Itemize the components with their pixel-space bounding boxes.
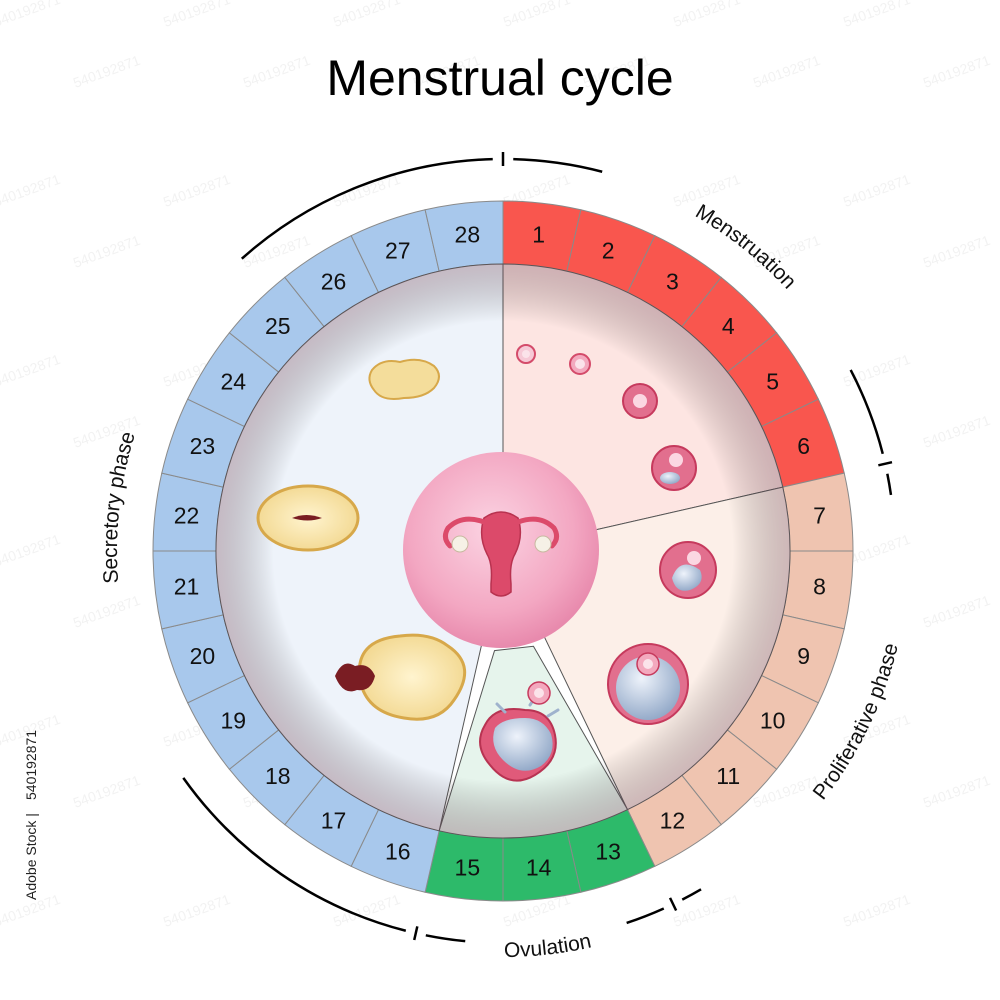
ovulation-arc-1: [626, 907, 665, 925]
day-label-13: 13: [595, 839, 621, 865]
secretory-arc-1: [182, 777, 407, 932]
ovulation-start-tick: [668, 897, 678, 912]
watermark-text: 540192871: [921, 592, 993, 631]
watermark-text: 540192871: [671, 0, 743, 30]
watermark-text: 540192871: [0, 171, 63, 210]
day-label-9: 9: [797, 643, 810, 669]
uterus-icon: [442, 511, 560, 597]
watermark-text: 540192871: [841, 171, 913, 210]
watermark-text: 540192871: [71, 232, 143, 271]
day-label-26: 26: [321, 268, 347, 294]
watermark-text: 540192871: [0, 531, 63, 570]
day-label-20: 20: [190, 643, 216, 669]
day-label-16: 16: [385, 839, 411, 865]
day-label-21: 21: [174, 574, 200, 600]
corpus-luteum-illustrations: [256, 358, 467, 721]
watermark-text: 540192871: [161, 891, 233, 930]
secondary-follicle-icon: [622, 383, 658, 419]
watermark-text: 540192871: [71, 592, 143, 631]
uterus-illustration: [403, 452, 599, 648]
watermark-text: 540192871: [921, 52, 993, 91]
day-label-23: 23: [190, 433, 216, 459]
watermark-text: 540192871: [841, 0, 913, 30]
watermark-text: 540192871: [0, 0, 63, 30]
watermark-text: 540192871: [0, 351, 63, 390]
proliferative-start-tick: [878, 460, 893, 467]
watermark-text: 540192871: [501, 0, 573, 30]
stock-id-label: 540192871: [23, 730, 39, 800]
day-label-14: 14: [526, 854, 552, 880]
ovulation-label: Ovulation: [504, 930, 594, 963]
early-antral-follicle-icon: [651, 445, 697, 491]
secretory-start-tick: [412, 926, 419, 941]
day-label-6: 6: [797, 433, 810, 459]
day-label-3: 3: [666, 268, 679, 294]
primordial-follicle-icon: [516, 344, 536, 364]
day-label-2: 2: [602, 237, 615, 263]
day-label-4: 4: [722, 313, 735, 339]
watermark-text: 540192871: [751, 52, 823, 91]
ovulation-arc-2: [425, 934, 466, 943]
watermark-text: 540192871: [161, 0, 233, 30]
follicle-illustrations: [479, 344, 717, 782]
corpus-albicans-icon: [368, 358, 440, 400]
watermark-text: 540192871: [331, 0, 403, 30]
watermark-text: 540192871: [71, 772, 143, 811]
watermark-text: 540192871: [331, 891, 403, 930]
proliferative-arc-2: [681, 888, 702, 901]
ruptured-follicle-icon: [479, 681, 560, 782]
watermark-text: 540192871: [161, 171, 233, 210]
menstruation-arc-1: [513, 157, 603, 173]
mature-corpus-luteum-icon: [256, 484, 360, 552]
antral-follicle-icon: [659, 541, 717, 599]
corpus-luteum-icon: [335, 633, 467, 721]
day-label-24: 24: [221, 369, 247, 395]
day-label-19: 19: [221, 707, 247, 733]
secretory-arc-2: [240, 157, 493, 260]
day-label-15: 15: [455, 854, 481, 880]
day-label-18: 18: [265, 763, 291, 789]
primary-follicle-icon: [569, 353, 591, 375]
watermark-text: 540192871: [71, 52, 143, 91]
day-label-25: 25: [265, 313, 291, 339]
day-label-10: 10: [760, 707, 786, 733]
day-label-5: 5: [766, 369, 779, 395]
day-label-22: 22: [174, 502, 200, 528]
menstruation-arc-2: [849, 369, 884, 455]
day-label-12: 12: [660, 808, 686, 834]
secretory-label: Secretory phase: [99, 429, 140, 584]
day-label-8: 8: [813, 574, 826, 600]
watermark-text: 540192871: [331, 171, 403, 210]
day-label-11: 11: [716, 763, 740, 789]
day-label-27: 27: [385, 237, 411, 263]
watermark-text: 540192871: [921, 772, 993, 811]
watermark-text: 540192871: [241, 52, 313, 91]
watermark-text: 540192871: [921, 412, 993, 451]
day-label-28: 28: [455, 222, 481, 248]
day-label-7: 7: [813, 502, 826, 528]
watermark-text: 540192871: [841, 891, 913, 930]
watermark-text: 540192871: [671, 891, 743, 930]
day-label-1: 1: [532, 222, 545, 248]
day-label-17: 17: [321, 808, 347, 834]
proliferative-arc-1: [886, 473, 893, 496]
page-title: Menstrual cycle: [326, 50, 673, 106]
watermark-text: 540192871: [921, 232, 993, 271]
graafian-follicle-icon: [607, 643, 689, 725]
stock-brand-label: Adobe Stock |: [23, 813, 39, 900]
